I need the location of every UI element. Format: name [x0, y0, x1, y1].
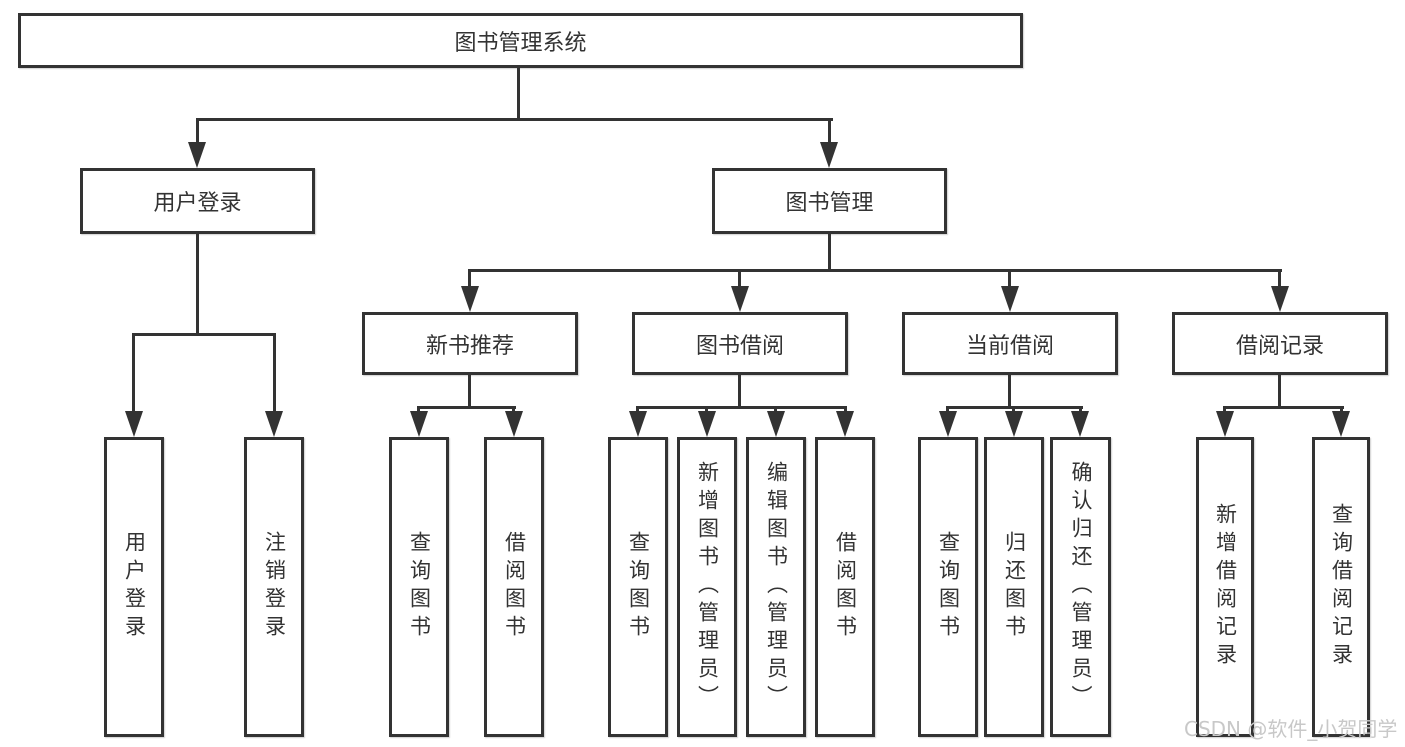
connector-vline-current-borrow [1008, 374, 1011, 409]
connector-vline-root [517, 66, 520, 121]
arrow-down-icon [265, 411, 283, 437]
connector-vline-borrow-record [1278, 374, 1281, 409]
connector-hline-borrow-record [1223, 406, 1344, 409]
leaf-cb-confirm-return: 确认归还（管理员） [1050, 437, 1111, 737]
leaf-nb-query-books: 查询图书 [389, 437, 449, 737]
leaf-bb-add-books: 新增图书（管理员） [677, 437, 737, 737]
arrow-down-icon [939, 411, 957, 437]
connector-vline-book-borrow [738, 374, 741, 409]
arrow-stub [1278, 269, 1281, 291]
arrow-down-icon [125, 411, 143, 437]
leaf-br-add-record: 新增借阅记录 [1196, 437, 1254, 737]
arrow-down-icon [836, 411, 854, 437]
node-borrow-record: 借阅记录 [1172, 312, 1388, 375]
arrow-down-icon [629, 411, 647, 437]
node-current-borrow: 当前借阅 [902, 312, 1118, 375]
arrow-stub [468, 269, 471, 291]
node-book-management: 图书管理 [712, 168, 947, 234]
connector-vline-new-book [468, 374, 471, 409]
arrow-down-icon [1271, 286, 1289, 312]
arrow-down-icon [505, 411, 523, 437]
arrow-stub [196, 118, 199, 148]
arrow-down-icon [1005, 411, 1023, 437]
arrow-down-icon [1001, 286, 1019, 312]
leaf-bb-borrow-books: 借阅图书 [815, 437, 875, 737]
connector-hline-user-login [132, 333, 276, 336]
arrow-stub [132, 333, 135, 415]
arrow-down-icon [820, 142, 838, 168]
node-new-book-recommend: 新书推荐 [362, 312, 578, 375]
arrow-down-icon [1071, 411, 1089, 437]
arrow-stub [828, 118, 831, 148]
node-book-borrow: 图书借阅 [632, 312, 848, 375]
leaf-bb-query-books: 查询图书 [608, 437, 668, 737]
arrow-down-icon [188, 142, 206, 168]
arrow-down-icon [731, 286, 749, 312]
connector-vline-book-management [828, 232, 831, 272]
connector-hline-new-book [417, 406, 516, 409]
leaf-bb-edit-books: 编辑图书（管理员） [746, 437, 806, 737]
leaf-nb-borrow-books: 借阅图书 [484, 437, 544, 737]
arrow-stub [738, 269, 741, 291]
connector-hline-level2 [196, 118, 833, 121]
arrow-stub [1008, 269, 1011, 291]
arrow-down-icon [461, 286, 479, 312]
node-user-login: 用户登录 [80, 168, 315, 234]
leaf-user-login: 用户登录 [104, 437, 164, 737]
node-root: 图书管理系统 [18, 13, 1023, 68]
watermark-text: CSDN @软件_小贺同学 [1184, 717, 1398, 741]
leaf-cb-return-books: 归还图书 [984, 437, 1044, 737]
arrow-stub [273, 333, 276, 415]
connector-vline-user-login [196, 232, 199, 336]
leaf-br-query-record: 查询借阅记录 [1312, 437, 1370, 737]
arrow-down-icon [698, 411, 716, 437]
connector-hline-book-borrow [636, 406, 847, 409]
arrow-down-icon [1216, 411, 1234, 437]
arrow-down-icon [1332, 411, 1350, 437]
leaf-cb-query-books: 查询图书 [918, 437, 978, 737]
arrow-down-icon [410, 411, 428, 437]
connector-hline-level3 [468, 269, 1282, 272]
leaf-logout: 注销登录 [244, 437, 304, 737]
arrow-down-icon [767, 411, 785, 437]
